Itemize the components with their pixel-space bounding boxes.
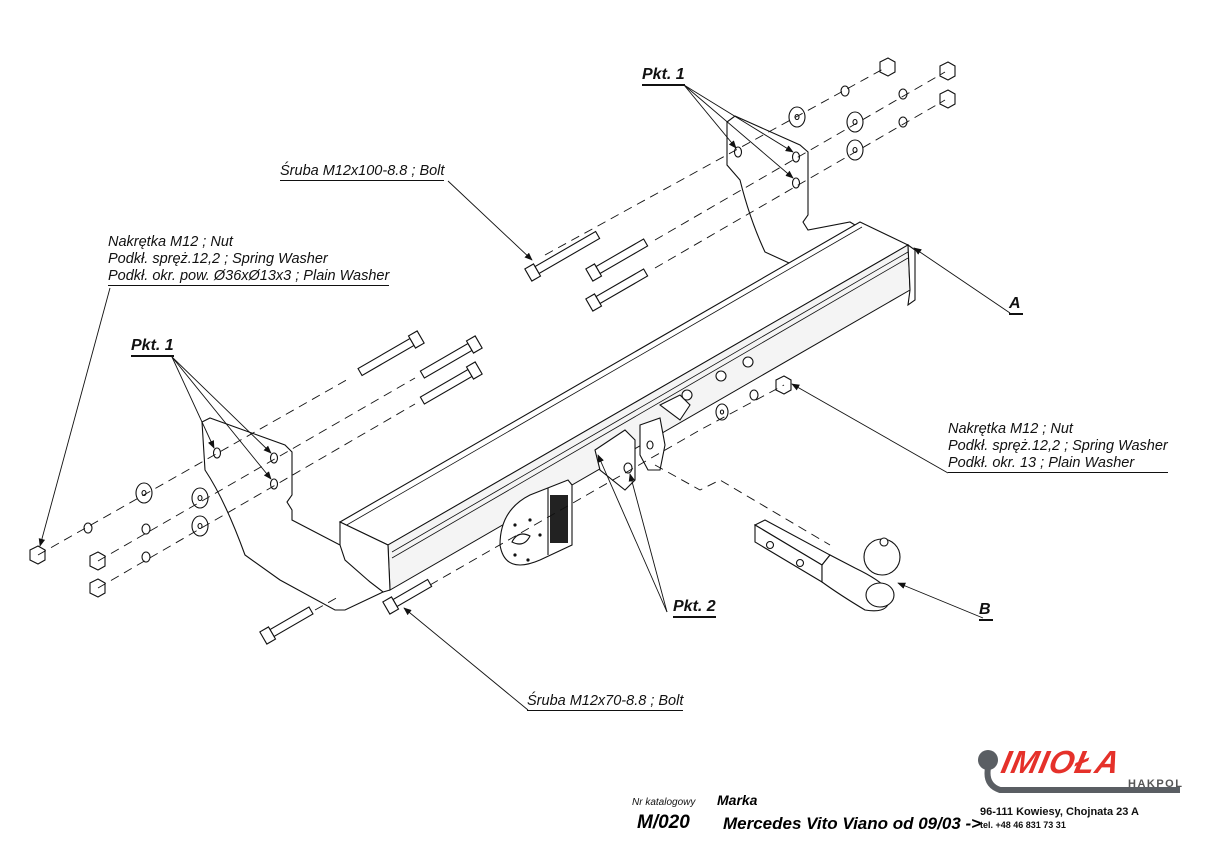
imiola-logo-graphic (978, 750, 1180, 793)
callout-part-b: B (979, 601, 993, 621)
socket-mounting-plate (499, 479, 573, 566)
hardware-set-left (29, 482, 209, 598)
label-left-hardware: Nakrętka M12 ; Nut Podkł. spręż.12,2 ; S… (108, 234, 390, 286)
logo-subtitle: HAKPOL (1128, 778, 1184, 790)
ball-mount-lugs (594, 394, 691, 491)
label-right-plain-washer: Podkł. okr. 13 ; Plain Washer (948, 455, 1168, 473)
label-bolt-m12x70: Śruba M12x70-8.8 ; Bolt (527, 693, 684, 711)
vehicle-model: Mercedes Vito Viano od 09/03 -> (723, 814, 982, 833)
catalog-number-label: Nr katalogowy (632, 797, 696, 808)
logo-name: IMIOŁA (998, 744, 1124, 780)
label-left-plain-washer: Podkł. okr. pow. Ø36xØ13x3 ; Plain Washe… (108, 268, 390, 286)
assembly-axis-lines (37, 67, 946, 611)
company-phone: tel. +48 46 831 73 31 (980, 820, 1066, 830)
label-right-hardware: Nakrętka M12 ; Nut Podkł. spręż.12,2 ; S… (948, 421, 1168, 473)
bolt-m12x70-set (259, 578, 433, 645)
label-left-spring-washer: Podkł. spręż.12,2 ; Spring Washer (108, 251, 328, 267)
callout-pkt2: Pkt. 2 (673, 598, 716, 618)
left-mounting-bracket (201, 417, 385, 611)
bolt-m12x100-set-top (524, 230, 649, 312)
callout-part-a: A (1009, 295, 1023, 315)
bolt-m12x100-set-left (357, 330, 483, 405)
callout-leader-lines (38, 84, 1011, 711)
label-right-nut: Nakrętka M12 ; Nut (948, 421, 1073, 437)
label-right-spring-washer: Podkł. spręż.12,2 ; Spring Washer (948, 438, 1168, 454)
crossbar-weld-nuts (681, 356, 754, 401)
callout-pkt1-left: Pkt. 1 (131, 337, 174, 357)
detachable-ball-hitch (753, 519, 901, 612)
label-left-nut: Nakrętka M12 ; Nut (108, 234, 233, 250)
brand-label: Marka (717, 792, 758, 808)
label-bolt-m12x100: Śruba M12x100-8.8 ; Bolt (280, 163, 445, 181)
main-crossbar (338, 221, 916, 593)
catalog-number: M/020 (637, 812, 690, 833)
callout-pkt1-top: Pkt. 1 (642, 66, 685, 86)
company-address: 96-111 Kowiesy, Chojnata 23 A (980, 806, 1139, 818)
